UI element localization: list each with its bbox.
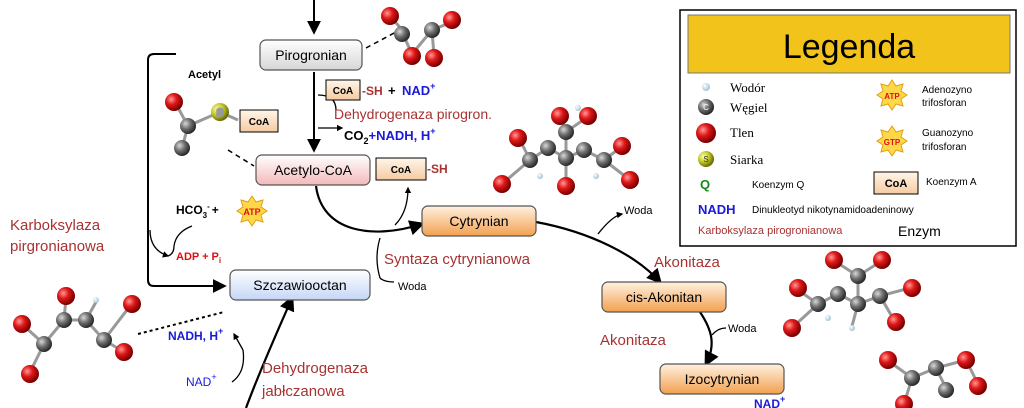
sulfur-icon	[698, 151, 714, 167]
legend-atp-line2: trifosforan	[922, 98, 966, 109]
enzyme-aco2: Akonitaza	[600, 332, 667, 349]
enzyme-pc-line2: pirgronianowa	[10, 238, 105, 255]
legend-enzyme-example: Karboksylaza pirogronianowa	[698, 225, 843, 237]
legend-gtp-icon: GTP	[876, 125, 908, 157]
node-oxaloacetate: Szczawiooctan	[229, 269, 371, 301]
enzyme-pc-line1: Karboksylaza	[10, 217, 101, 234]
enzyme-aco1: Akonitaza	[654, 254, 721, 271]
plus-pdh: +	[388, 83, 396, 98]
legend-nadh-text: Dinukleotyd nikotynamidoadeninowy	[752, 205, 914, 216]
hydrogen-icon	[702, 83, 710, 91]
svg-text:ATP: ATP	[243, 207, 260, 217]
enzyme-mdh-line2: jabłczanowa	[261, 383, 345, 400]
coa-box-acetyl: CoA	[239, 109, 279, 133]
water-aco2: Woda	[728, 323, 757, 335]
legend-q-symbol: Q	[700, 177, 710, 192]
enzyme-pdh: Dehydrogenaza pirogron.	[334, 106, 492, 122]
water-cs: Woda	[398, 281, 427, 293]
legend-carbon: Węgiel	[730, 100, 768, 115]
node-acetyl-coa-label: Acetylo-CoA	[274, 162, 352, 178]
hco3-label: HCO3-+	[176, 202, 219, 220]
legend-atp-icon: ATP	[876, 79, 908, 111]
svg-text:CoA: CoA	[333, 86, 354, 97]
node-acetyl-coa: Acetylo-CoA	[255, 154, 371, 186]
carbon-icon	[698, 99, 714, 115]
nad-mdh: NAD+	[186, 372, 217, 389]
legend-atp-line1: Adenozyno	[922, 85, 972, 96]
legend-coa-icon: CoA	[873, 171, 919, 195]
isocitrate-molecule	[879, 351, 987, 408]
node-cis-aconitate: cis-Akonitan	[601, 281, 727, 313]
coa-box-pdh: CoA	[325, 79, 361, 101]
pathway-arrows	[137, 0, 727, 408]
svg-text:GTP: GTP	[884, 138, 901, 147]
oxaloacetate-molecule	[13, 287, 141, 383]
node-pyruvate: Pirogronian	[259, 39, 363, 71]
cis-aconitate-molecule	[783, 251, 921, 337]
svg-text:CoA: CoA	[885, 178, 908, 190]
nad-isocitrate: NAD+	[754, 394, 785, 408]
legend-gtp-line2: trifosforan	[922, 142, 966, 153]
water-aco1: Woda	[624, 205, 653, 217]
node-pyruvate-label: Pirogronian	[275, 47, 347, 63]
pyruvate-molecule	[381, 7, 461, 67]
acetyl-molecule: S	[165, 93, 239, 156]
node-isocitrate-label: Izocytrynian	[685, 371, 760, 387]
citrate-molecule	[493, 105, 639, 195]
nad-pdh: NAD+	[402, 81, 435, 98]
legend-panel: Legenda Wodór C Węgiel Tlen S Siarka Q K…	[679, 9, 1017, 247]
adp-label: ADP + Pi	[176, 251, 221, 265]
svg-text:ATP: ATP	[884, 92, 900, 101]
nadh-mdh: NADH, H+	[168, 326, 223, 343]
svg-text:C: C	[703, 103, 709, 112]
legend-oxygen: Tlen	[730, 125, 754, 140]
enzyme-mdh-line1: Dehydrogenaza	[262, 360, 369, 377]
acetyl-label: Acetyl	[188, 69, 221, 81]
legend-q-text: Koenzym Q	[752, 180, 804, 191]
node-cis-aconitate-label: cis-Akonitan	[626, 289, 702, 305]
svg-text:S: S	[703, 155, 708, 164]
node-oxaloacetate-label: Szczawiooctan	[253, 277, 346, 293]
sh-label-cs: -SH	[427, 162, 448, 176]
atp-icon: ATP	[236, 195, 268, 227]
svg-text:CoA: CoA	[391, 165, 412, 176]
enzyme-cs: Syntaza cytrynianowa	[384, 251, 531, 268]
sh-label-pdh: -SH	[362, 84, 383, 98]
node-citrate-label: Cytrynian	[449, 213, 508, 229]
legend-enzyme-text: Enzym	[898, 223, 941, 239]
enzyme-labels: Dehydrogenaza pirogron. Karboksylaza pir…	[10, 106, 721, 400]
legend-hydrogen: Wodór	[730, 80, 766, 95]
legend-sulfur: Siarka	[730, 152, 763, 167]
node-isocitrate: Izocytrynian	[659, 363, 785, 395]
coa-box-cs: CoA	[375, 157, 427, 181]
svg-text:CoA: CoA	[249, 117, 270, 128]
sulfur-letter: S	[217, 108, 223, 118]
legend-nadh-symbol: NADH	[698, 202, 736, 217]
legend-gtp-line1: Guanozyno	[922, 128, 974, 139]
node-citrate: Cytrynian	[421, 205, 537, 237]
co2-nadh-label: CO2+NADH, H+	[344, 126, 436, 146]
legend-title: Legenda	[783, 28, 915, 66]
legend-coa-text: Koenzym A	[926, 177, 977, 188]
oxygen-icon	[696, 123, 716, 143]
